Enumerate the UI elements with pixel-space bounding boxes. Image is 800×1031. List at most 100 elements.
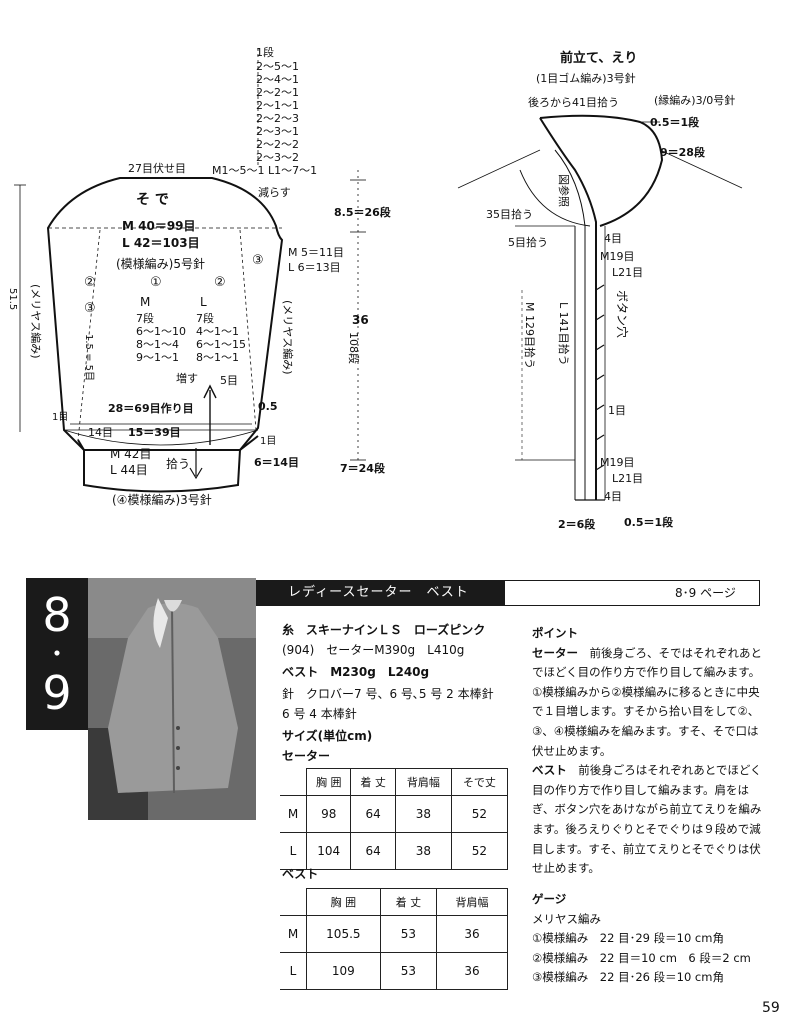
right-width-l: L 6＝13目: [288, 261, 341, 274]
point-section: ポイント セーター 前後身ごろ、そではそれぞれあとでほどく目の作り方で作り目して…: [532, 624, 762, 879]
svg-text:7段: 7段: [136, 311, 154, 325]
cuff-rows: 6＝14目: [254, 456, 299, 469]
svg-text:2～3～1: 2～3～1: [256, 125, 299, 138]
side-num-2: ②: [84, 275, 96, 290]
sweater-label: セーター: [282, 749, 331, 763]
right-stitch-pattern: (メリヤス編み): [281, 300, 295, 375]
gauge-heading: ゲージ: [532, 892, 567, 906]
size-col-l: L: [200, 295, 207, 309]
side-num-3-left: ③: [84, 301, 96, 316]
left-stitch-pattern: (メリヤス編み): [29, 284, 43, 359]
back-pickup: 後ろから41目拾う: [528, 95, 619, 109]
front-band-diagram: [457, 114, 743, 501]
cuff-l: L 44目: [110, 463, 148, 477]
size-decrease: M1～5～1 L1～7～1: [212, 164, 317, 177]
half-val: 0.5: [258, 400, 278, 413]
article-number-top: 8: [42, 588, 72, 642]
l21-top: L21目: [612, 266, 643, 279]
four-st-bottom: 4目: [604, 490, 622, 503]
article-page-ref: 8･9 ページ: [504, 580, 760, 606]
sleeve-width-l: L 42＝103目: [122, 236, 200, 250]
gauge-section: ゲージ メリヤス編み ①模様編み 22 目･29 段＝10 cm角 ②模様編み …: [532, 890, 751, 988]
increase-label: 増す: [176, 372, 198, 385]
five-stitches: 5目: [220, 374, 238, 387]
article-number-bottom: 9: [42, 666, 72, 720]
gauge-line: メリヤス編み: [532, 911, 601, 926]
table-row: M 105.5 53 36: [280, 915, 509, 953]
bottom-left-1: 1目: [52, 412, 68, 423]
materials-needle-1: 針 クロバー7 号、6 号､5 号 2 本棒針: [282, 687, 494, 701]
svg-text:2～2～2: 2～2～2: [256, 138, 299, 151]
cuff-pattern: (④模様編み)3号針: [112, 492, 212, 507]
svg-text:2～5～1: 2～5～1: [256, 60, 299, 73]
front-band-pattern: (1目ゴム編み)3号針: [536, 71, 636, 85]
svg-text:8～1～1: 8～1～1: [196, 351, 239, 364]
one-stitch: 1目: [608, 404, 626, 417]
side-num-3-right: ③: [252, 253, 264, 268]
m19-bottom: M19目: [600, 456, 635, 469]
table-header-row: 胸 囲 着 丈 背肩幅: [280, 888, 509, 916]
svg-text:9～1～1: 9～1～1: [136, 351, 179, 364]
yarn-name: スキーナインＬＳ ローズピンク: [305, 623, 486, 637]
sleeve-part-name: そ で: [136, 192, 169, 208]
vest-label: ベスト: [282, 867, 319, 881]
pickup-5: 5目拾う: [508, 235, 548, 249]
materials-vest: ベスト M230g L240g: [282, 665, 430, 679]
svg-text:1段: 1段: [256, 45, 274, 59]
table-row: L 104 64 38 52: [280, 832, 509, 870]
vest-size-table: 胸 囲 着 丈 背肩幅 M 105.5 53 36 L 109 53 36: [280, 888, 509, 990]
page-number: 59: [762, 1000, 780, 1016]
bottom-right-1: 1目: [260, 436, 276, 447]
mid-rows-b: 108段: [347, 332, 361, 364]
decrease-label: 減らす: [258, 185, 291, 199]
article-number-block: 8 ・ 9: [26, 578, 88, 730]
size-col-m: M: [140, 295, 150, 309]
table-row: M 98 64 38 52: [280, 795, 509, 833]
svg-text:8～1～4: 8～1～4: [136, 338, 179, 351]
point-vest-text: 前後身ごろはそれぞれあとでほどく目の作り方で作り目して編みます。肩をはぎ、ボタン…: [532, 763, 762, 876]
bottom-left-14: 14目: [88, 426, 113, 439]
knitting-diagrams: 1段 2～5～1 2～4～1 2～2～1 2～1～1 2～2～3 2～3～1 2…: [7, 45, 743, 531]
collar-rows: 9＝28段: [660, 145, 705, 159]
svg-text:2～1～1: 2～1～1: [256, 99, 299, 112]
svg-text:2～3～2: 2～3～2: [256, 151, 299, 164]
gauge-line: ②模様編み 22 目＝10 cm 6 段＝2 cm: [532, 950, 751, 965]
svg-text:2～2～1: 2～2～1: [256, 86, 299, 99]
sleeve-diagram: [14, 48, 366, 493]
pattern-num-1: ①: [150, 275, 162, 290]
svg-text:2～2～3: 2～2～3: [256, 112, 299, 125]
pickup-35: 35目拾う: [486, 207, 533, 221]
gauge-line: ①模様編み 22 目･29 段＝10 cm角: [532, 931, 724, 945]
l21-bottom: L21目: [612, 472, 643, 485]
buttonhole-label: ボタン穴: [615, 290, 630, 338]
sweater-photo: [88, 578, 256, 820]
point-sweater-label: セーター: [532, 645, 578, 660]
point-vest-label: ベスト: [532, 763, 567, 778]
svg-text:6～1～10: 6～1～10: [136, 325, 186, 338]
svg-text:2～4～1: 2～4～1: [256, 73, 299, 86]
sleeve-decrease-steps: 1段 2～5～1 2～4～1 2～2～1 2～1～1 2～2～3 2～3～1 2…: [256, 45, 299, 164]
svg-text:7段: 7段: [196, 311, 214, 325]
table-header-row: 胸 囲 着 丈 背肩幅 そで丈: [280, 768, 509, 796]
point-vest: ベスト 前後身ごろはそれぞれあとでほどく目の作り方で作り目して編みます。肩をはぎ…: [532, 761, 762, 879]
mid-rows-a: 36: [352, 313, 369, 327]
top-bind-off: 27目伏せ目: [128, 161, 186, 175]
l-pickup: L 141目拾う: [557, 302, 571, 366]
article-number-dot: ・: [45, 640, 69, 668]
top-rows: 0.5＝1段: [650, 115, 699, 129]
bottom-rows: 2＝6段: [558, 517, 595, 531]
upper-rows: 8.5＝26段: [334, 205, 391, 219]
cast-on: 28＝69目作り目: [108, 401, 194, 415]
right-width-m: M 5＝11目: [288, 246, 344, 259]
pickup-label: 拾う: [166, 456, 190, 471]
sleeve-height-total: 51.5: [7, 288, 18, 310]
cuff-m: M 42目: [110, 447, 151, 461]
sleeve-pattern-label: (模様編み)5号針: [116, 256, 205, 271]
materials-yarn: 糸 スキーナインＬＳ ローズピンク: [282, 620, 485, 640]
gauge-line: ③模様編み 22 目･26 段＝10 cm角: [532, 970, 724, 984]
side-rows: 1.5 = 5目: [83, 334, 94, 381]
table-row: L 109 53 36: [280, 952, 509, 990]
bottom-15: 15＝39目: [128, 426, 181, 439]
edge-pattern: (縁編み)3/0号針: [654, 93, 735, 107]
m19-top: M19目: [600, 250, 635, 263]
